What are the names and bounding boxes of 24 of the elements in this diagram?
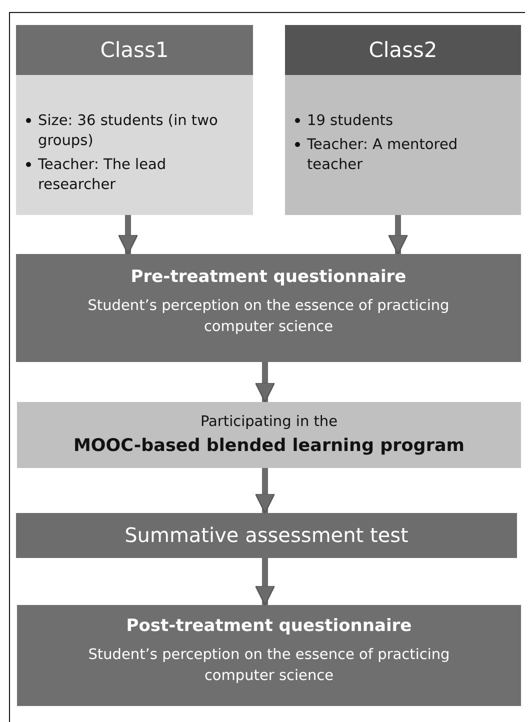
bullet-text: Teacher: The lead researcher [38, 156, 168, 195]
step-box [17, 605, 521, 706]
box-title: MOOC-based blended learning program [72, 435, 466, 458]
box-title: Pre-treatment questionnaire [130, 266, 408, 288]
box-description: Student’s perception on the essence of practicing computer science [86, 297, 450, 337]
arrow [118, 215, 138, 255]
arrow [254, 362, 276, 403]
bullet-text: 19 students [307, 112, 394, 131]
box-description: Student’s perception on the essence of practicing computer science [87, 646, 451, 686]
step-box [16, 513, 517, 558]
class-card [285, 25, 521, 215]
arrow [254, 558, 276, 606]
box-title: Summative assessment test [124, 522, 410, 549]
arrow [254, 468, 276, 514]
step-box [16, 254, 521, 362]
card-header: Class2 [285, 25, 521, 75]
step-box [17, 402, 521, 468]
bullet-text: Teacher: A mentored teacher [307, 136, 459, 175]
class-card [16, 25, 253, 215]
bullet-text: Size: 36 students (in two groups) [38, 112, 219, 151]
box-subtitle: Participating in the [199, 413, 339, 432]
box-title: Post-treatment questionnaire [125, 615, 413, 637]
arrow [388, 215, 408, 255]
card-header: Class1 [16, 25, 253, 75]
